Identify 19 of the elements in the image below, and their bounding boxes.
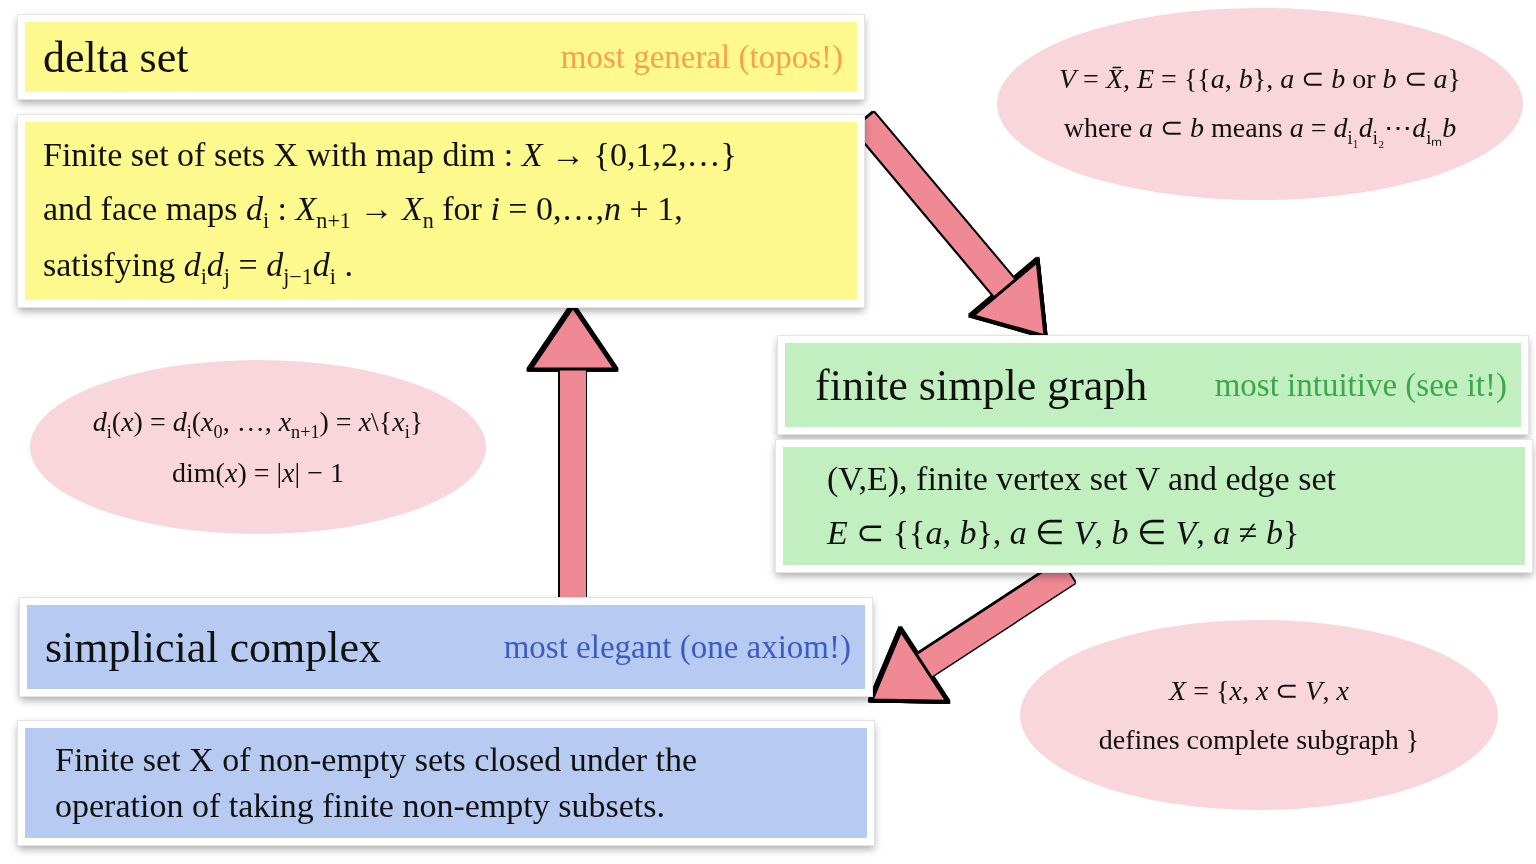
formula: X = {x, x ⊂ V, x (1169, 674, 1349, 708)
tagline: most intuitive (see it!) (1214, 366, 1507, 404)
formula: dim(x) = |x| − 1 (172, 456, 344, 491)
definition-text: Finite set X of non-empty sets closed under the operation of taking finite non-empty subsets. (55, 740, 699, 826)
definition-text: E ⊂ {{a, b}, a ∈ V, b ∈ V, a ≠ b} (827, 513, 1301, 553)
heading: delta set (43, 31, 189, 83)
tagline: most elegant (one axiom!) (503, 628, 851, 666)
formula: d$_{i}$(x) = d$_{i}$(x$_{0}$, …, x$_{n+1}$) = x\{x$_{i}$} (92, 404, 424, 444)
formula: where a ⊂ b means a = d$_{i₁}$d$_{i₂}$⋯d$_{iₘ}$b (1063, 110, 1457, 150)
heading: simplicial complex (45, 621, 382, 673)
definition-text: satisfying d$_{i}$d$_{j}$ = d$_{j−1}$d$_{i}$ . (43, 245, 354, 291)
definition-text: (V,E), finite vertex set V and edge set (827, 458, 1337, 499)
definition-text: Finite set of sets X with map dim : X → {0,1,2,…} (43, 134, 738, 175)
formula: defines complete subgraph } (1098, 723, 1420, 757)
arrow (529, 305, 617, 598)
formula: V = X̄, E = {{a, b}, a ⊂ b or b ⊂ a} (1059, 61, 1461, 96)
tagline: most general (topos!) (560, 38, 843, 76)
definition-text: and face maps d$_{i}$ : X$_{n+1}$ → X$_{n}$ for i = 0,…,n + 1, (43, 189, 684, 235)
heading: finite simple graph (815, 359, 1148, 411)
